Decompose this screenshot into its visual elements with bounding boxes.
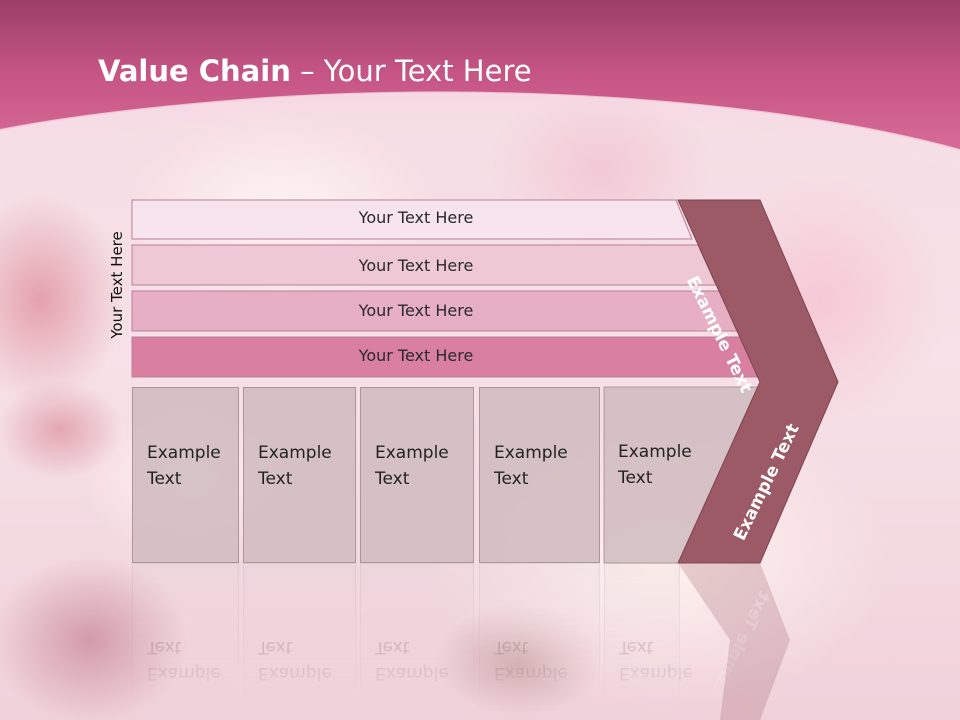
chevron-reflection <box>678 563 790 720</box>
bar-1-label: Your Text Here <box>358 208 474 227</box>
page-title: Value Chain – Your Text Here <box>98 54 532 88</box>
box-5-line1: Example <box>618 442 692 462</box>
box-3-line2: Text <box>375 469 410 489</box>
box-5-line2: Text <box>618 468 653 488</box>
box-2-line1: Example <box>258 443 332 463</box>
chevron-arrow <box>677 199 839 564</box>
box-2-line2: Text <box>258 469 293 489</box>
title-rest: – Your Text Here <box>290 54 532 88</box>
bar-4-label: Your Text Here <box>358 346 474 365</box>
box-1-line2: Text <box>147 469 182 489</box>
header-band <box>0 0 960 170</box>
bar-3-label: Your Text Here <box>358 301 474 320</box>
bar-1 <box>131 199 693 240</box>
title-bold: Value Chain <box>98 54 291 88</box>
box-4-line2: Text <box>494 469 529 489</box>
box-1-line1: Example <box>147 443 221 463</box>
bar-2-label: Your Text Here <box>358 256 474 275</box>
box-4-line1: Example <box>494 443 568 463</box>
box-3-line1: Example <box>375 443 449 463</box>
